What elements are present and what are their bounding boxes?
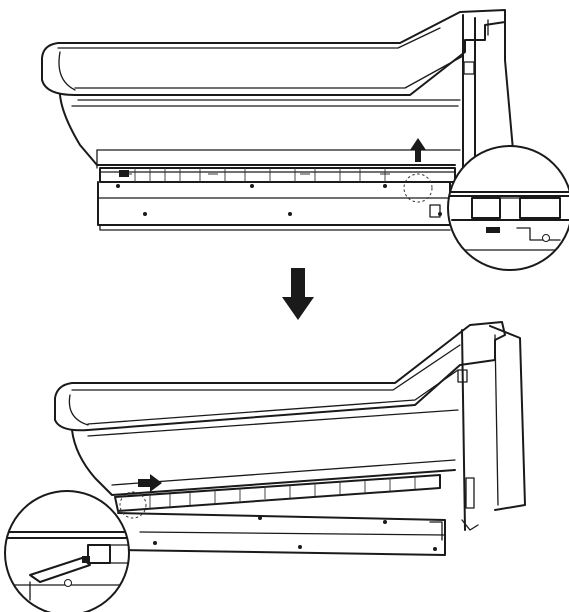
highlight-circle-top (403, 173, 433, 203)
bottom-rail-bottom (114, 474, 441, 512)
drawer-lid-top (41, 9, 506, 107)
drawer-bin-top (59, 94, 461, 169)
up-arrow (410, 138, 426, 162)
base-plate-top (97, 181, 451, 231)
rear-panel-bottom (457, 325, 526, 531)
rail-slots-top (122, 168, 390, 182)
down-arrow (282, 268, 314, 320)
detail-callout-bottom (4, 490, 130, 612)
rear-panel-top (462, 14, 514, 181)
detail-callout-top (447, 145, 569, 271)
step-2-illustration (4, 321, 526, 612)
rail-slots-bottom (149, 476, 416, 508)
step-1-illustration (41, 9, 569, 271)
base-plate-bottom (117, 512, 446, 556)
drawer-lid-bottom (54, 321, 506, 437)
right-arrow (138, 474, 162, 492)
drawer-bin-bottom (71, 429, 456, 496)
bottom-rail-top (99, 167, 456, 183)
highlight-circle-bottom (119, 491, 147, 519)
